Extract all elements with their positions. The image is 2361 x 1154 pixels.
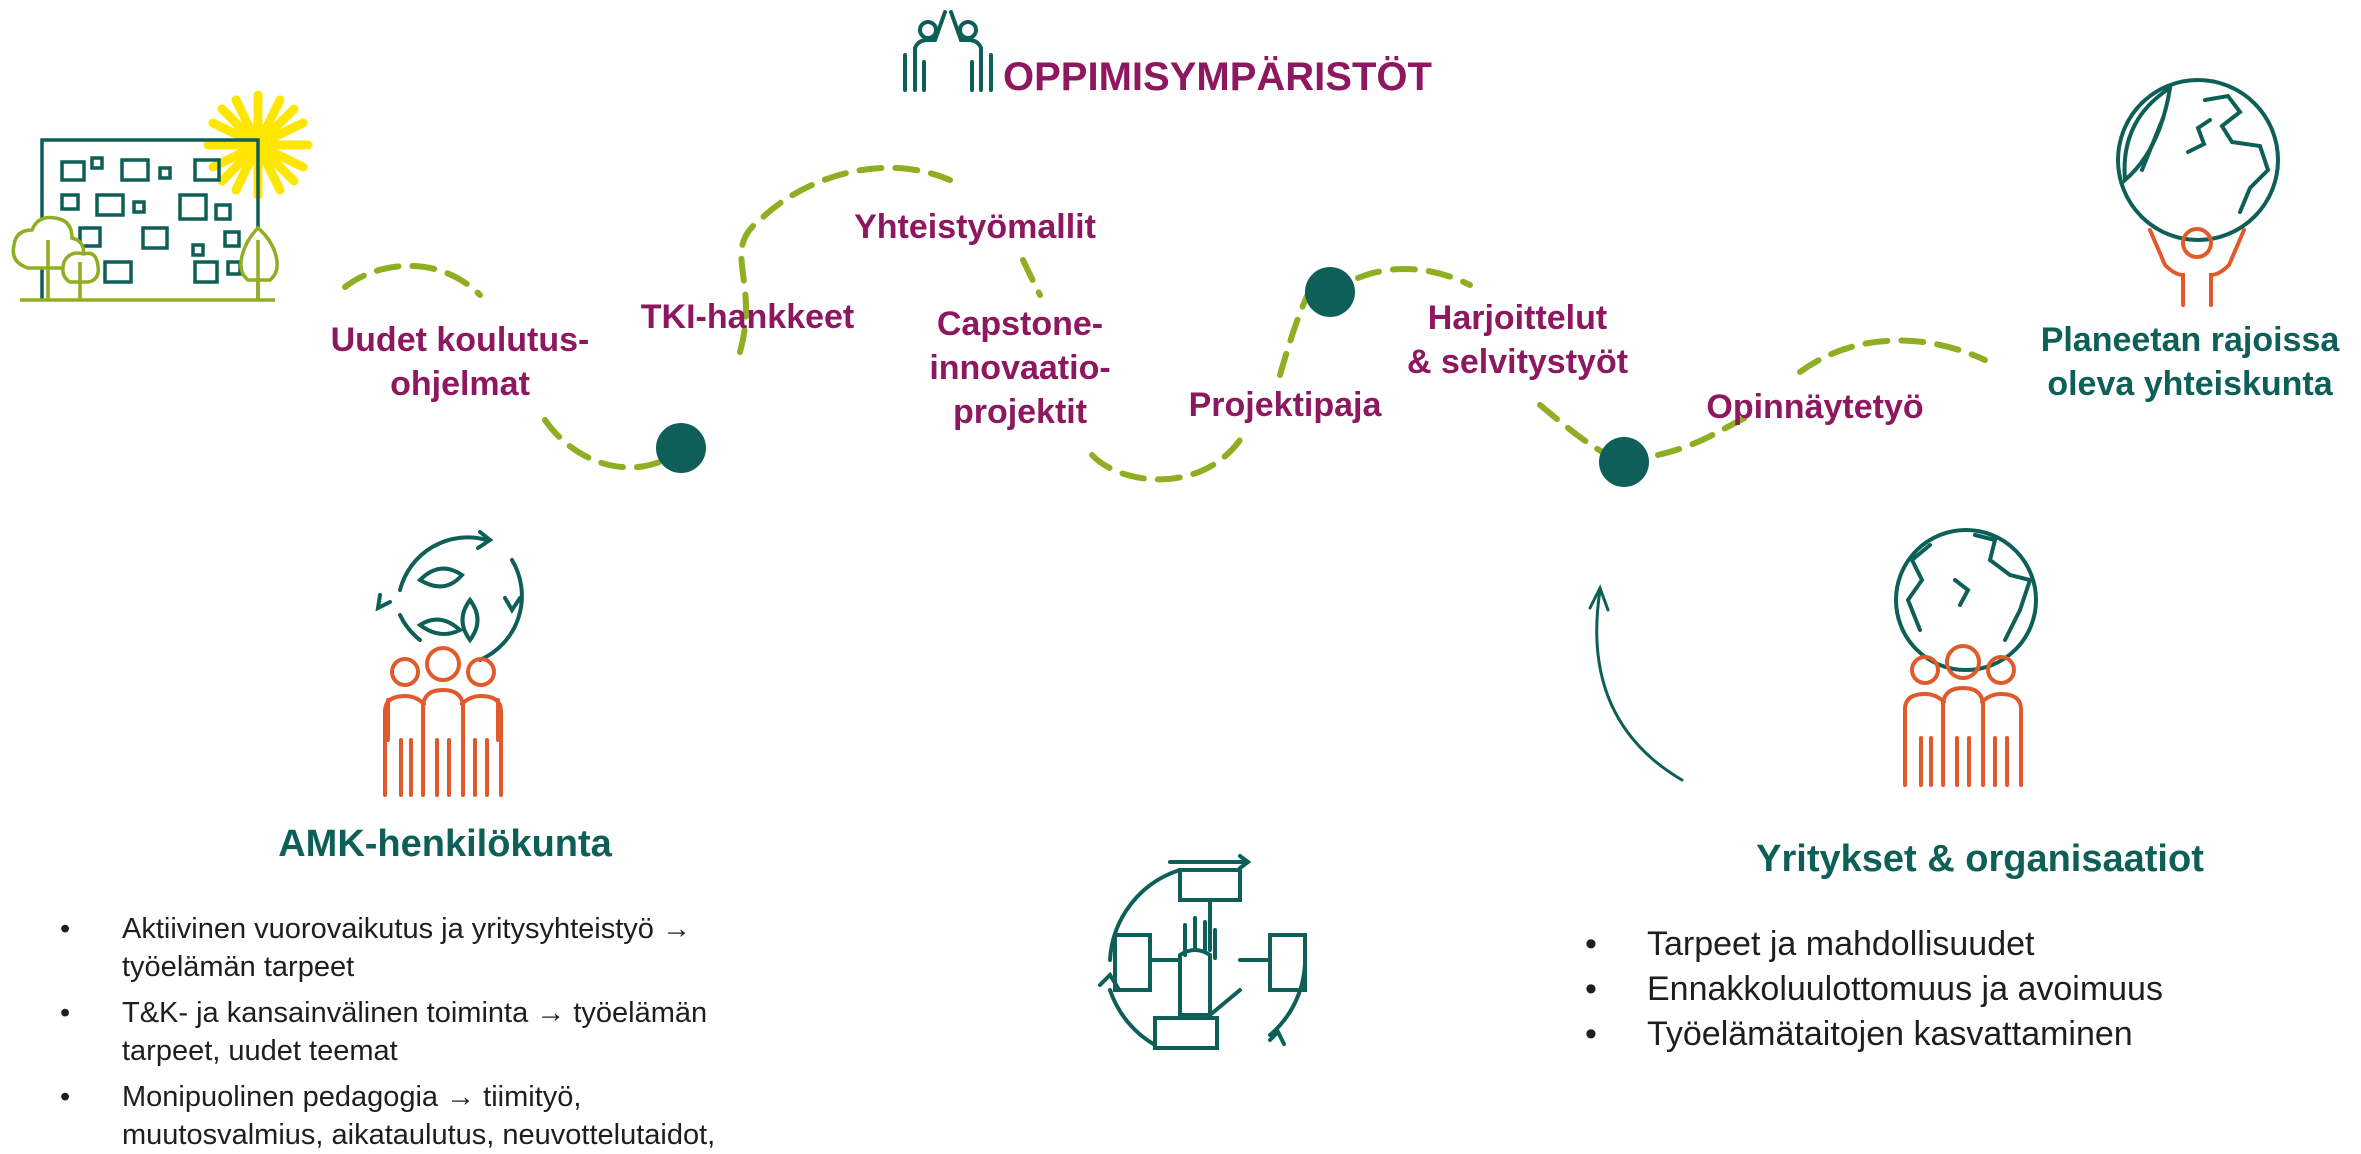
list-item: Tarpeet ja mahdollisuudet [1585, 922, 2305, 967]
milestone-dot [1599, 437, 1649, 487]
learning-path [342, 164, 1988, 483]
companies-list: Tarpeet ja mahdollisuudet Ennakkoluulott… [1585, 922, 2305, 1057]
list-item: Monipuolinen pedagogia → tiimityö, muuto… [60, 1078, 780, 1154]
path-label-capstone: Capstone- innovaatio- projektit [929, 305, 1111, 431]
staff-title: AMK-henkilökunta [278, 823, 612, 865]
path-label-rdi-projects: TKI-hankkeet [640, 298, 855, 336]
list-item: T&K- ja kansainvälinen toiminta → työelä… [60, 994, 780, 1070]
people-high-five-icon [903, 10, 993, 92]
path-label-internships: Harjoittelut & selvitystyöt [1406, 299, 1629, 381]
planet-person-icon [2116, 78, 2280, 307]
companies-title: Yritykset & organisaatiot [1756, 838, 2204, 880]
milestone-dot [656, 423, 706, 473]
path-label-project-workshop: Projektipaja [1188, 386, 1382, 424]
list-item: Työelämätaitojen kasvattaminen [1585, 1012, 2305, 1057]
campus-building-icon [11, 90, 313, 302]
staff-list: Aktiivinen vuorovaikutus ja yritysyhteis… [60, 910, 780, 1154]
milestone-dot [1305, 267, 1355, 317]
people-recycle-icon [375, 530, 524, 797]
curved-arrow-icon [1588, 584, 1684, 782]
list-item: Aktiivinen vuorovaikutus ja yritysyhteis… [60, 910, 780, 986]
path-label-new-programs: Uudet koulutus- ohjelmat [330, 321, 590, 403]
path-label-collaboration-models: Yhteistyömallit [854, 208, 1096, 246]
page-title: OPPIMISYMPÄRISTÖT [1003, 55, 1432, 99]
goal-label: Planeetan rajoissa oleva yhteiskunta [2040, 321, 2340, 403]
hands-together-icon [1098, 854, 1308, 1050]
path-label-thesis: Opinnäytetyö [1706, 388, 1924, 426]
list-item: Ennakkoluulottomuus ja avoimuus [1585, 967, 2305, 1012]
people-globe-icon [1894, 528, 2038, 787]
